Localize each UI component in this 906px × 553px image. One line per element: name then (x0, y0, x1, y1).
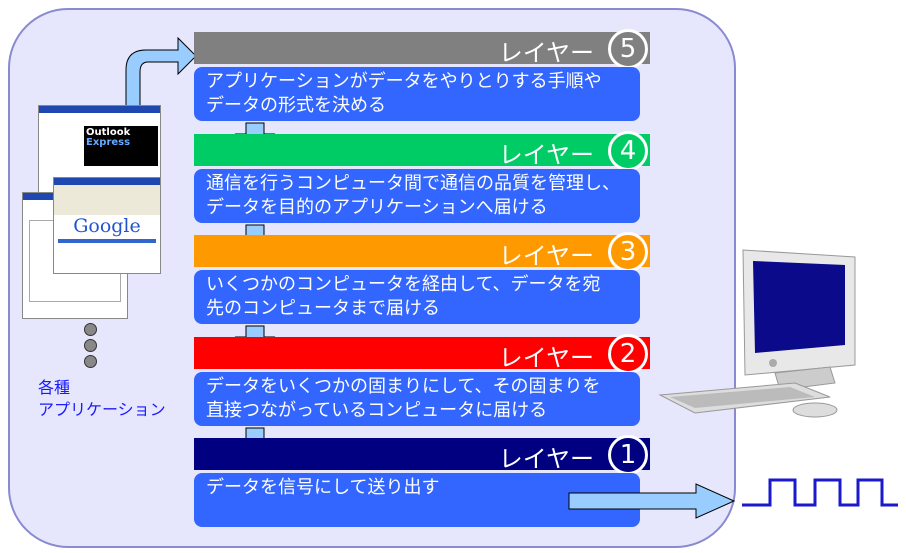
description-line: いくつかのコンピュータを経由して、データを宛 (206, 274, 601, 295)
layer-label: レイヤー (498, 242, 594, 270)
description-line: 通信を行うコンピュータ間で通信の品質を管理し、 (206, 173, 620, 194)
layer-number-badge: 3 (608, 232, 648, 272)
description-line: アプリケーションがデータをやりとりする手順や (206, 71, 602, 92)
layer-3-header: レイヤー 3 (194, 232, 650, 272)
layer-label: レイヤー (498, 39, 594, 67)
layer-number-badge: 4 (608, 131, 648, 171)
layer-5-description: アプリケーションがデータをやりとりする手順やデータの形式を決める (194, 67, 640, 121)
outlook-logo: Outlook (86, 127, 131, 138)
layer-label: レイヤー (498, 344, 594, 372)
output-arrow (568, 483, 736, 519)
layer-4-header: レイヤー 4 (194, 131, 650, 171)
ellipsis-dot (84, 355, 97, 368)
layer-1-header: レイヤー 1 (194, 435, 650, 475)
layer-3-description: いくつかのコンピュータを経由して、データを宛先のコンピュータまで届ける (194, 270, 640, 324)
computer-icon (658, 249, 856, 418)
description-line: データを目的のアプリケーションへ届ける (206, 197, 548, 218)
google-logo: Google (73, 215, 141, 237)
layer-label: レイヤー (498, 141, 594, 169)
signal-waveform (742, 478, 898, 507)
description-line: 直接つながっているコンピュータに届ける (206, 400, 548, 421)
description-line: 先のコンピュータまで届ける (206, 298, 440, 319)
layer-number-badge: 5 (608, 29, 648, 69)
description-line: データを信号にして送り出す (206, 477, 440, 498)
layer-2-header: レイヤー 2 (194, 334, 650, 374)
layer-label: レイヤー (498, 445, 594, 473)
ellipsis-dot (84, 323, 97, 336)
layer-number-badge: 1 (608, 435, 648, 475)
layer-number-badge: 2 (608, 334, 648, 374)
curved-arrow-to-layer5 (125, 36, 197, 121)
description-line: データをいくつかの固まりにして、その固まりを (206, 376, 601, 397)
browser-window: Google (53, 177, 161, 274)
applications-caption: 各種アプリケーション (38, 378, 166, 419)
layer-4-description: 通信を行うコンピュータ間で通信の品質を管理し、データを目的のアプリケーションへ届… (194, 169, 640, 223)
layer-1-description: データを信号にして送り出す (194, 473, 640, 527)
layer-5-header: レイヤー 5 (194, 29, 650, 69)
description-line: データの形式を決める (206, 95, 386, 116)
ellipsis-dot (84, 339, 97, 352)
outlook-sub: Express (86, 137, 131, 148)
layer-2-description: データをいくつかの固まりにして、その固まりを直接つながっているコンピュータに届け… (194, 372, 640, 426)
